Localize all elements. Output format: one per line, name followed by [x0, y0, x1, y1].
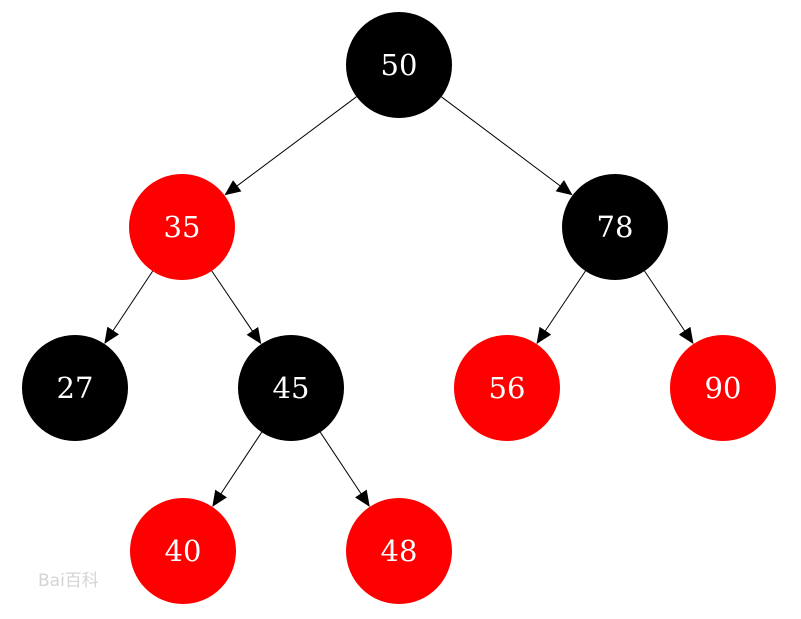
node-circle-black: [22, 335, 128, 441]
tree-node-35: 35: [129, 174, 235, 280]
tree-node-50: 50: [346, 12, 452, 118]
node-value-label: 50: [381, 48, 418, 82]
node-value-label: 27: [57, 371, 94, 405]
node-value-label: 35: [164, 210, 201, 244]
edge-78-90: [644, 270, 694, 344]
baidu-watermark: Bai百科: [38, 571, 99, 591]
tree-node-56: 56: [454, 335, 560, 441]
edge-50-35: [224, 96, 357, 196]
node-circle-red: [130, 498, 236, 604]
edge-50-78: [441, 96, 573, 196]
edge-45-48: [319, 431, 370, 507]
edge-35-27: [104, 270, 154, 344]
tree-node-78: 78: [562, 174, 668, 280]
tree-nodes: 50 35 78 27 45 56 90 40 48: [22, 12, 776, 604]
node-value-label: 56: [489, 371, 526, 405]
edge-78-56: [536, 270, 586, 344]
node-circle-red: [129, 174, 235, 280]
tree-node-45: 45: [238, 335, 344, 441]
node-value-label: 48: [381, 534, 418, 568]
edge-35-45: [211, 270, 262, 345]
tree-node-48: 48: [346, 498, 452, 604]
node-circle-black: [346, 12, 452, 118]
node-value-label: 90: [705, 371, 742, 405]
node-circle-black: [238, 335, 344, 441]
node-circle-red: [670, 335, 776, 441]
node-value-label: 78: [597, 210, 634, 244]
node-value-label: 45: [273, 371, 310, 405]
tree-node-27: 27: [22, 335, 128, 441]
node-circle-black: [562, 174, 668, 280]
node-value-label: 40: [165, 534, 202, 568]
tree-edges: [104, 96, 694, 507]
tree-node-90: 90: [670, 335, 776, 441]
tree-node-40: 40: [130, 498, 236, 604]
node-circle-red: [454, 335, 560, 441]
edge-45-40: [212, 431, 263, 507]
node-circle-red: [346, 498, 452, 604]
